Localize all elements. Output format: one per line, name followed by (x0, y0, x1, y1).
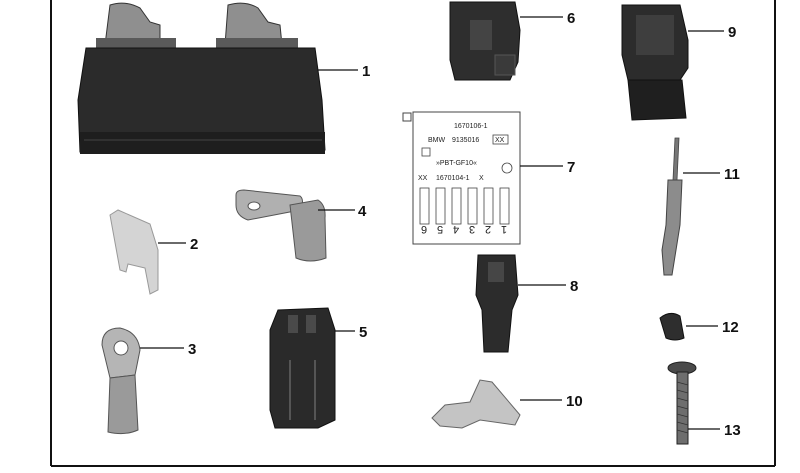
part-11-body (661, 179, 683, 276)
part-2-fuse-body (109, 209, 159, 295)
part-7-material: »PBT-GF10« (436, 160, 477, 167)
part-8-body (475, 254, 519, 353)
part-7-box-text: XX (495, 137, 505, 144)
part-4-hole (247, 201, 261, 211)
callout-number-7: 7 (567, 159, 575, 176)
part-4-angled-terminal (235, 189, 327, 262)
part-12-sleeve (659, 312, 685, 341)
part-7-box (492, 134, 509, 145)
part-7-pin-number: 4 (453, 223, 459, 235)
part-7-pin-slot (451, 187, 462, 225)
callout-number-8: 8 (570, 278, 578, 295)
part-5-body (269, 307, 336, 429)
part-5-slot-2 (306, 315, 316, 333)
part-7-brand: BMW (428, 137, 446, 144)
part-1-switch-housing (77, 2, 326, 154)
part-8-small-connector (475, 254, 519, 353)
part-7-pin-slots (419, 187, 510, 225)
part-9-connector (621, 4, 689, 121)
callout-number-13: 13 (724, 422, 741, 439)
part-1-cover-left (104, 2, 161, 46)
callout-number-6: 6 (567, 10, 575, 27)
part-2-fuse (109, 209, 159, 295)
part-12-body (659, 312, 685, 341)
part-5-connector-housing (269, 307, 336, 429)
part-7-label: 1670106-1 BMW 9135016 XX »PBT-GF10« XX 1… (402, 111, 521, 245)
part-3-barrel (107, 374, 139, 435)
part-7-pin-slot (435, 187, 446, 225)
part-7-line4-mid: 1670104-1 (436, 175, 470, 182)
part-7-pin-number: 6 (421, 223, 427, 235)
part-7-line4-right: X (479, 175, 484, 182)
part-7-pin-number: 2 (485, 223, 491, 235)
part-10-body (431, 379, 521, 429)
part-8-window (488, 262, 504, 282)
part-7-date-dial (501, 162, 513, 174)
part-7-line1: 1670106-1 (454, 123, 488, 130)
part-7-pin-slot (467, 187, 478, 225)
part-6-connector (449, 1, 521, 81)
part-7-line4-left: XX (418, 175, 428, 182)
part-1-cover-hinge-left (96, 38, 176, 50)
callout-number-4: 4 (358, 203, 367, 220)
part-3-ring-terminal (101, 327, 141, 435)
part-7-part-no: 9135016 (452, 137, 479, 144)
part-9-ribbing (636, 15, 674, 55)
part-9-base (627, 79, 687, 121)
part-6-window (470, 20, 492, 50)
part-7-pin-number: 3 (469, 223, 475, 235)
callout-number-3: 3 (188, 341, 196, 358)
part-1-base-strip (80, 132, 325, 154)
part-1-cover-hinge-right (216, 38, 298, 50)
callout-number-12: 12 (722, 319, 739, 336)
part-6-latch (494, 54, 516, 76)
callout-number-9: 9 (728, 24, 736, 41)
part-1-cover-right (224, 2, 283, 46)
part-7-label-card (412, 111, 521, 245)
part-13-shank (676, 371, 689, 445)
part-7-pin-slot (483, 187, 494, 225)
callout-number-2: 2 (190, 236, 198, 253)
part-7-pin-number: 5 (437, 223, 443, 235)
callout-number-11: 11 (724, 166, 740, 183)
part-11-pin (672, 137, 680, 181)
part-4-barrel (289, 199, 327, 262)
part-3-hole (113, 340, 129, 356)
part-10-crimp-terminal (431, 379, 521, 429)
part-13-screw (667, 361, 697, 445)
part-7-pin-slot (419, 187, 430, 225)
part-7-pin-number: 1 (501, 223, 507, 235)
callout-number-10: 10 (566, 393, 583, 410)
part-7-checkbox (421, 147, 431, 157)
part-7-corner-mark (402, 112, 412, 122)
callout-number-1: 1 (362, 63, 370, 80)
part-13-threads (676, 381, 689, 434)
part-5-slot-1 (288, 315, 298, 333)
callout-number-5: 5 (359, 324, 367, 341)
part-7-pin-slot (499, 187, 510, 225)
part-11-pin-terminal (661, 137, 683, 276)
